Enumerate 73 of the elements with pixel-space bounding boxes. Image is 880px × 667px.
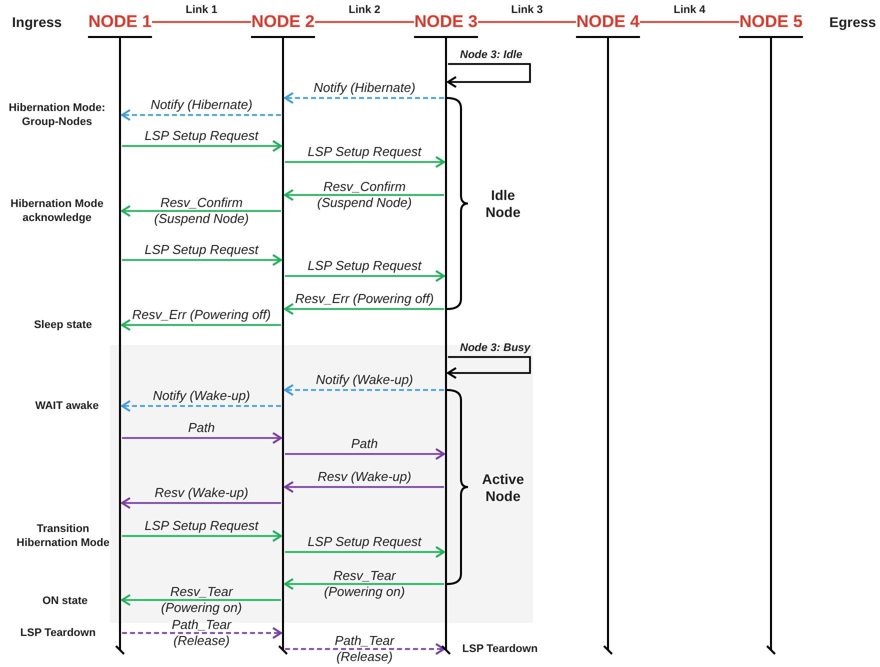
state-label: ON state [41,594,89,608]
message-arrow [284,384,444,396]
message-label: Resv (Wake-up) [154,485,250,500]
message-arrow [284,92,444,104]
message-label: Resv_Tear (Powering on) [160,584,243,616]
message-arrow [285,448,445,460]
message-label: Path_Tear (Release) [334,633,396,665]
phase-label: Idle Node [484,187,522,221]
message-label: Resv_Confirm (Suspend Node) [153,195,250,227]
state-label: Hibernation Mode acknowledge [10,197,104,225]
message-label: Path [350,436,379,451]
end-label: Egress [828,14,876,31]
link-label: Link 3 [510,4,544,16]
message-arrow [122,432,282,444]
message-arrow [284,189,444,201]
message-label: Resv (Wake-up) [316,469,412,484]
message-label: Resv_Err (Powering off) [294,291,435,306]
message-arrow [122,627,282,639]
node-title: NODE 2 [251,8,315,38]
message-label: LSP Setup Request [306,534,423,549]
message-label: LSP Setup Request [144,242,260,257]
state-label: Node 3: Idle [460,49,522,61]
message-arrow [121,109,281,121]
link-label: Link 1 [184,4,218,16]
end-label: Ingress [12,14,63,31]
message-arrow [284,481,444,493]
message-arrow [285,156,445,168]
node-title: NODE 4 [576,8,640,38]
message-arrow [121,497,281,509]
message-label: Notify (Wake-up) [152,388,252,403]
state-label: Node 3: Busy [460,342,530,354]
node-title: NODE 5 [739,8,803,38]
link-line [152,21,251,23]
state-label: LSP Teardown [19,626,97,640]
message-arrow [122,530,282,542]
message-label: Notify (Wake-up) [314,372,414,387]
message-arrow [285,643,445,655]
message-arrow [284,303,444,315]
message-arrow [121,205,281,217]
node-title: NODE 3 [414,8,478,38]
message-label: Notify (Hibernate) [150,97,254,112]
message-arrow [122,254,282,266]
phase-label: Active Node [480,471,526,505]
link-label: Link 4 [672,4,706,16]
message-label: Resv_Err (Powering off) [131,307,272,322]
message-arrow [285,270,445,282]
link-label: Link 2 [348,4,382,16]
message-label: Path [187,420,216,435]
state-label: WAIT awake [34,399,100,413]
self-message-arrow [447,356,531,379]
message-label: Path_Tear (Release) [170,617,232,649]
message-label: LSP Setup Request [306,258,423,273]
state-label: Hibernation Mode: Group-Nodes [8,101,106,129]
message-label: LSP Setup Request [306,144,423,159]
message-label: Resv_Confirm (Suspend Node) [316,179,413,211]
message-arrow [121,400,281,412]
message-arrow [121,594,281,606]
message-label: Notify (Hibernate) [312,80,416,95]
message-arrow [284,578,444,590]
message-arrow [121,319,281,331]
state-label: LSP Teardown [461,642,539,656]
message-arrow [285,546,445,558]
message-arrow [122,140,282,152]
link-line [478,21,576,23]
message-label: LSP Setup Request [144,128,260,143]
state-label: Sleep state [32,318,94,332]
self-message-arrow [447,63,531,88]
state-label: Transition Hibernation Mode [16,522,110,550]
message-label: Resv_Tear (Powering on) [323,568,406,600]
link-line [315,21,414,23]
message-label: LSP Setup Request [144,518,260,533]
node-title: NODE 1 [88,8,152,38]
link-line [640,21,739,23]
